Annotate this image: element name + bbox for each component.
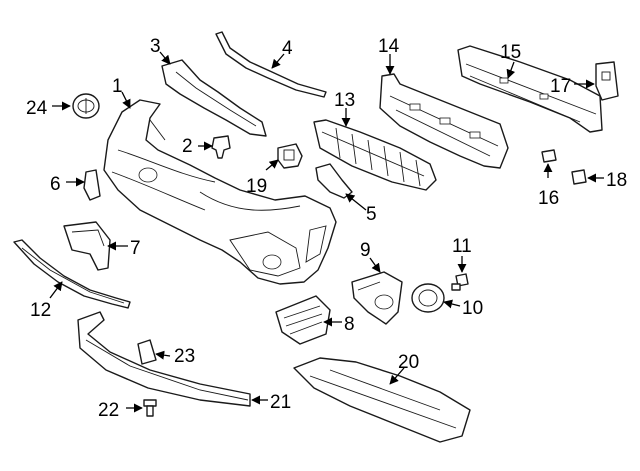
part-emblem-24 [72,93,100,119]
callout-11: 11 [452,236,472,257]
callout-21: 21 [270,392,291,413]
callout-9: 9 [360,240,371,261]
part-clip-23 [137,339,157,365]
part-clip-19 [277,143,303,169]
part-bracket-3 [161,59,267,137]
callout-18: 18 [606,170,627,191]
part-nut-16 [541,149,557,163]
part-cover-9 [351,271,403,325]
part-grille-8 [275,295,331,345]
callout-5: 5 [366,204,377,225]
part-bolt-11 [451,273,469,291]
callout-20: 20 [398,352,419,373]
callout-6: 6 [50,174,61,195]
part-foglamp-10 [411,283,445,313]
callout-8: 8 [344,314,355,335]
callout-10: 10 [462,298,483,319]
part-bolt-22 [143,399,157,417]
part-clip-2 [211,135,231,159]
part-bracket-6 [83,169,101,201]
callout-16: 16 [538,188,559,209]
leader-lines [49,51,604,413]
callout-22: 22 [98,400,119,421]
callout-labels: 1 2 3 4 5 6 7 8 9 10 11 12 13 14 15 17 1… [26,36,627,421]
part-undercover-20 [293,357,471,443]
callout-3: 3 [150,36,161,57]
callout-17: 17 [550,76,571,97]
callout-7: 7 [130,238,141,259]
callout-13: 13 [334,90,355,111]
part-bracket-17 [595,61,619,101]
callout-15: 15 [500,42,521,63]
callout-1: 1 [112,76,123,97]
callout-14: 14 [378,36,400,57]
part-beam-15 [457,45,603,133]
part-spoiler-21 [77,311,251,407]
part-bolt-18 [571,169,587,185]
callout-24: 24 [26,98,48,119]
callout-19: 19 [246,176,267,197]
callout-2: 2 [182,136,193,157]
part-bracket-5 [315,163,353,199]
part-retainer-4 [215,31,327,98]
part-bumper-cover [103,99,337,285]
callout-12: 12 [30,300,51,321]
part-grille-13 [313,119,437,191]
part-absorber-14 [379,73,509,169]
part-absorber-7 [63,221,111,271]
callout-23: 23 [174,346,195,367]
callout-4: 4 [282,38,293,59]
